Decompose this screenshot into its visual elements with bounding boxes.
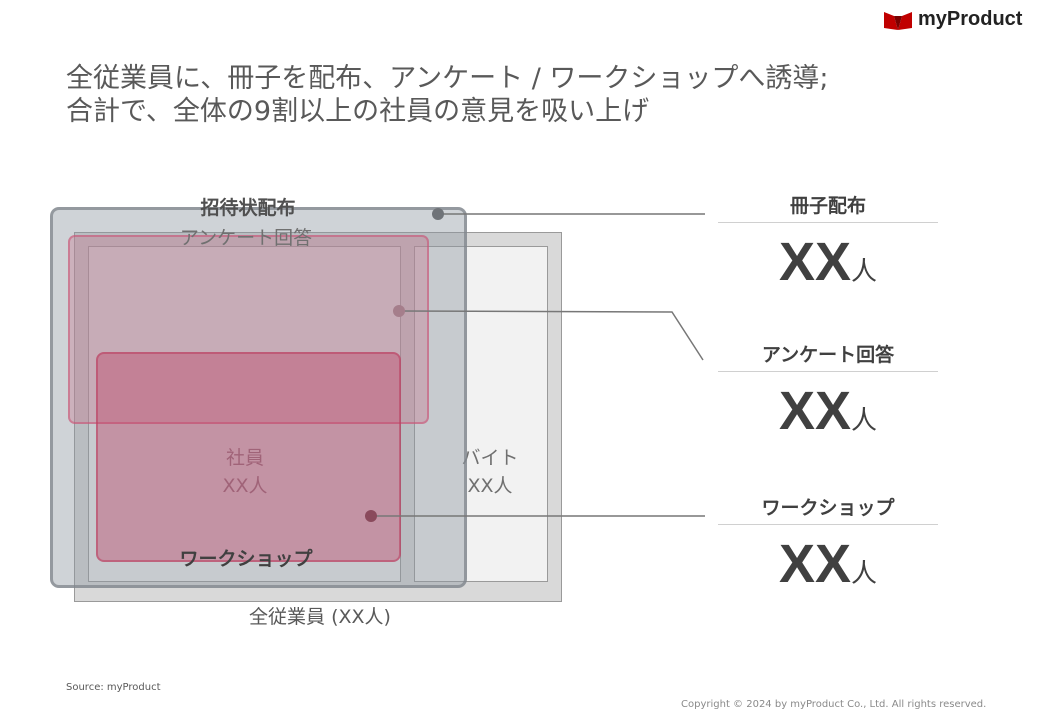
invite-label: 招待状配布 [200,197,296,219]
stat-value: XX [778,232,852,292]
copyright: Copyright © 2024 by myProduct Co., Ltd. … [681,699,987,710]
stat-label: 冊子配布 [789,195,866,217]
workshop-box [96,352,401,562]
stat-unit: 人 [851,405,878,435]
stat-unit: 人 [851,256,878,286]
marker-dot [365,510,377,522]
parttime-box [414,246,548,582]
marker-dot [432,208,444,220]
brand-logo: myProduct [884,8,1022,31]
workshop-label: ワークショップ [179,548,313,570]
page-title: 全従業員に、冊子を配布、アンケート / ワークショップへ誘導; 合計で、全体の9… [66,62,828,128]
stat-value: XX [778,381,852,441]
logo-text: myProduct [918,8,1023,30]
stat-workshop: ワークショップ XX人 [718,493,938,595]
marker-dot [393,305,405,317]
title-line-1: 全従業員に、冊子を配布、アンケート / ワークショップへ誘導; [66,63,829,94]
invitation-box [50,207,467,588]
stat-label: ワークショップ [761,497,895,519]
stat-value: XX [778,534,852,594]
stat-unit: 人 [851,558,878,588]
survey-box [68,235,429,424]
stat-booklet: 冊子配布 XX人 [718,191,938,293]
survey-label: アンケート回答 [179,227,313,249]
title-line-2: 合計で、全体の9割以上の社員の意見を吸い上げ [66,96,650,127]
source-note: Source: myProduct [66,682,161,693]
stat-label: アンケート回答 [761,344,895,366]
all-employees-label: 全従業員 (XX人) [249,606,391,628]
connector-survey [398,310,704,361]
logo-icon [884,11,912,30]
stat-survey: アンケート回答 XX人 [718,340,938,442]
employees-box [88,246,401,582]
